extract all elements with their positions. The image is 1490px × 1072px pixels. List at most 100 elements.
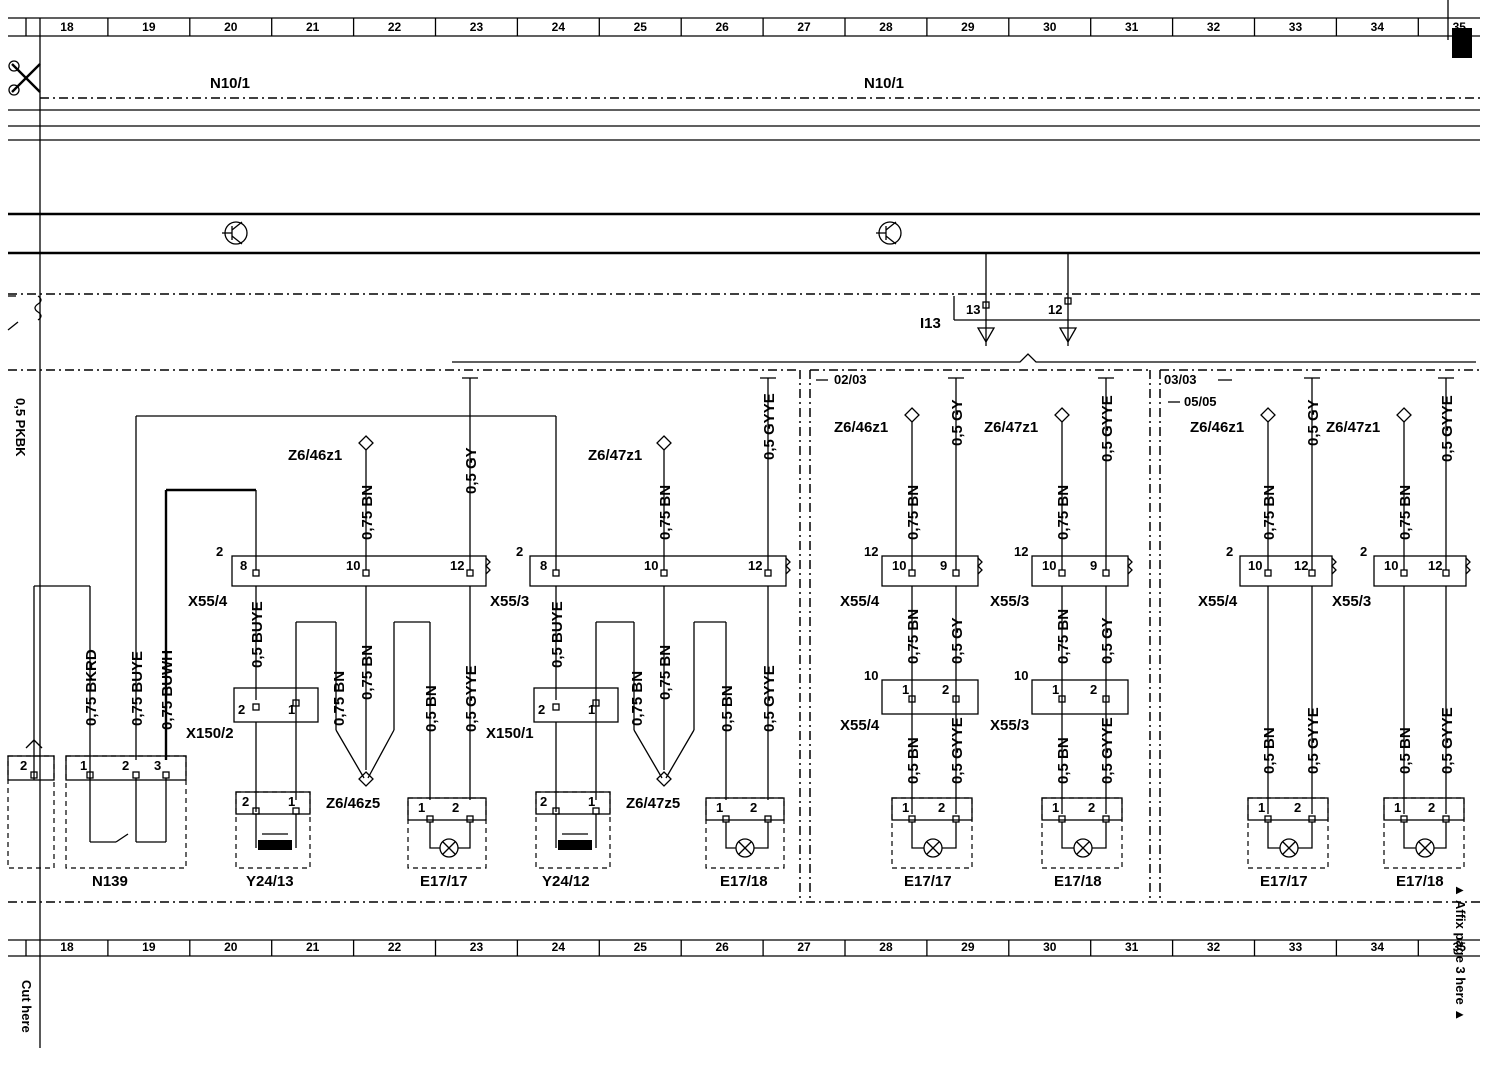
svg-text:0,5 BUYE: 0,5 BUYE: [249, 601, 266, 668]
wire-a-bn: 0,75 BN: [359, 485, 376, 540]
svg-text:0,5 GYYE: 0,5 GYYE: [1439, 395, 1456, 462]
svg-text:12: 12: [450, 558, 464, 573]
connector-group-a: Z6/46z1 0,75 BN 0,5 GY 2 8 10 12 X55/4 0…: [135, 377, 556, 890]
svg-text:0,5 GYYE: 0,5 GYYE: [1099, 395, 1116, 462]
svg-text:0,5 GYYE: 0,5 GYYE: [949, 717, 966, 784]
lamp-icon: [439, 838, 459, 858]
svg-text:1: 1: [80, 758, 87, 773]
svg-text:2: 2: [1294, 800, 1301, 815]
svg-text:0,5 BN: 0,5 BN: [1397, 727, 1414, 774]
transistor-icon: [222, 221, 248, 245]
ground-icon: [1058, 327, 1078, 344]
diamond-icon: [904, 407, 920, 423]
diamond-icon: [358, 771, 374, 787]
ruler-column-number: 20: [224, 20, 238, 34]
svg-text:0,75 BN: 0,75 BN: [905, 609, 922, 664]
ruler-column-number: 23: [470, 940, 484, 954]
svg-text:0,5 GYYE: 0,5 GYYE: [761, 393, 778, 460]
svg-text:2: 2: [540, 794, 547, 809]
svg-text:2: 2: [538, 702, 545, 717]
ruler-column-number: 24: [552, 20, 566, 34]
svg-text:1: 1: [902, 800, 909, 815]
conn-label-x150-1: X150/1: [486, 725, 534, 742]
ruler-column-number: 19: [142, 20, 156, 34]
ruler-column-number: 32: [1207, 940, 1221, 954]
label-n139: N139: [92, 873, 128, 890]
svg-text:0,5 BN: 0,5 BN: [905, 737, 922, 784]
svg-text:0,5 GY: 0,5 GY: [1305, 399, 1322, 446]
svg-text:0,75 BN: 0,75 BN: [629, 671, 646, 726]
page-ref-2: 03/03: [1164, 372, 1197, 387]
svg-text:2: 2: [1428, 800, 1435, 815]
connector-x55-3: [529, 555, 787, 587]
svg-text:1: 1: [288, 702, 295, 717]
svg-text:Z6/46z1: Z6/46z1: [1190, 419, 1244, 436]
svg-text:0,5 BN: 0,5 BN: [1261, 727, 1278, 774]
svg-text:X55/4: X55/4: [840, 717, 880, 734]
svg-text:0,75 BN: 0,75 BN: [1261, 485, 1278, 540]
connector-group-d: Z6/46z1 Z6/47z1 0,75 BN 0,5 GY 0,75 BN 0…: [1190, 377, 1471, 890]
svg-text:10: 10: [1384, 558, 1398, 573]
svg-text:0,75 BUWH: 0,75 BUWH: [159, 650, 176, 730]
ruler-column-number: 35: [1453, 940, 1467, 954]
connector-x150-1: [533, 687, 619, 723]
svg-text:0,75 BN: 0,75 BN: [657, 485, 674, 540]
diamond-icon: [1396, 407, 1412, 423]
svg-text:12: 12: [1294, 558, 1308, 573]
svg-text:8: 8: [540, 558, 547, 573]
lamp-icon: [1073, 838, 1093, 858]
svg-text:1: 1: [1052, 682, 1059, 697]
ground-label: I13: [920, 315, 941, 332]
z-top-a: Z6/46z1: [288, 447, 342, 464]
label-y24-12: Y24/12: [542, 873, 590, 890]
svg-text:2: 2: [1360, 544, 1367, 559]
diamond-icon: [656, 771, 672, 787]
svg-text:X55/4: X55/4: [1198, 593, 1238, 610]
svg-text:0,75 BN: 0,75 BN: [1055, 485, 1072, 540]
svg-text:E17/18: E17/18: [1054, 873, 1102, 890]
ruler-column-number: 19: [142, 940, 156, 954]
switch-n139: 0,75 BKRD 0,75 BUYE 0,75 BUWH 1 2 3 N139…: [7, 585, 187, 890]
svg-text:0,5 GY: 0,5 GY: [1099, 617, 1116, 664]
lamp-icon: [735, 838, 755, 858]
label-e17-17-a: E17/17: [420, 873, 468, 890]
svg-text:0,75 BKRD: 0,75 BKRD: [83, 649, 100, 726]
ruler-column-number: 33: [1289, 20, 1303, 34]
left-wire-label: 0,5 PKBK: [13, 398, 28, 457]
ruler-column-number: 25: [634, 20, 648, 34]
conn-label-x55-4: X55/4: [188, 593, 228, 610]
ground-icon: [976, 327, 996, 344]
svg-text:Z6/47z1: Z6/47z1: [984, 419, 1038, 436]
lamp-icon: [1279, 838, 1299, 858]
ground-pin-12: 12: [1048, 302, 1062, 317]
svg-text:0,75 BUYE: 0,75 BUYE: [129, 651, 146, 726]
svg-text:2: 2: [20, 758, 27, 773]
svg-text:10: 10: [1042, 558, 1056, 573]
svg-text:0,5 GYYE: 0,5 GYYE: [1305, 707, 1322, 774]
z-bottom-a: Z6/46z5: [326, 795, 380, 812]
svg-text:X55/3: X55/3: [1332, 593, 1371, 610]
svg-text:8: 8: [240, 558, 247, 573]
ruler-column-number: 33: [1289, 940, 1303, 954]
module-label-right: N10/1: [864, 75, 904, 92]
ruler-column-number: 27: [797, 20, 811, 34]
svg-text:X55/4: X55/4: [840, 593, 880, 610]
svg-text:E17/17: E17/17: [904, 873, 952, 890]
svg-text:0,75 BN: 0,75 BN: [359, 645, 376, 700]
svg-text:1: 1: [1052, 800, 1059, 815]
svg-text:12: 12: [864, 544, 878, 559]
svg-text:Z6/47z1: Z6/47z1: [1326, 419, 1380, 436]
svg-text:0,5 GYYE: 0,5 GYYE: [1439, 707, 1456, 774]
ruler-column-number: 23: [470, 20, 484, 34]
wire-a-gy: 0,5 GY: [463, 447, 480, 494]
coil-icon: [258, 840, 292, 850]
svg-text:0,5 GY: 0,5 GY: [949, 617, 966, 664]
svg-text:12: 12: [1428, 558, 1442, 573]
svg-text:2: 2: [216, 544, 223, 559]
svg-text:0,5 GY: 0,5 GY: [949, 399, 966, 446]
svg-text:Z6/46z1: Z6/46z1: [834, 419, 888, 436]
svg-text:1: 1: [902, 682, 909, 697]
ruler-column-number: 30: [1043, 940, 1057, 954]
